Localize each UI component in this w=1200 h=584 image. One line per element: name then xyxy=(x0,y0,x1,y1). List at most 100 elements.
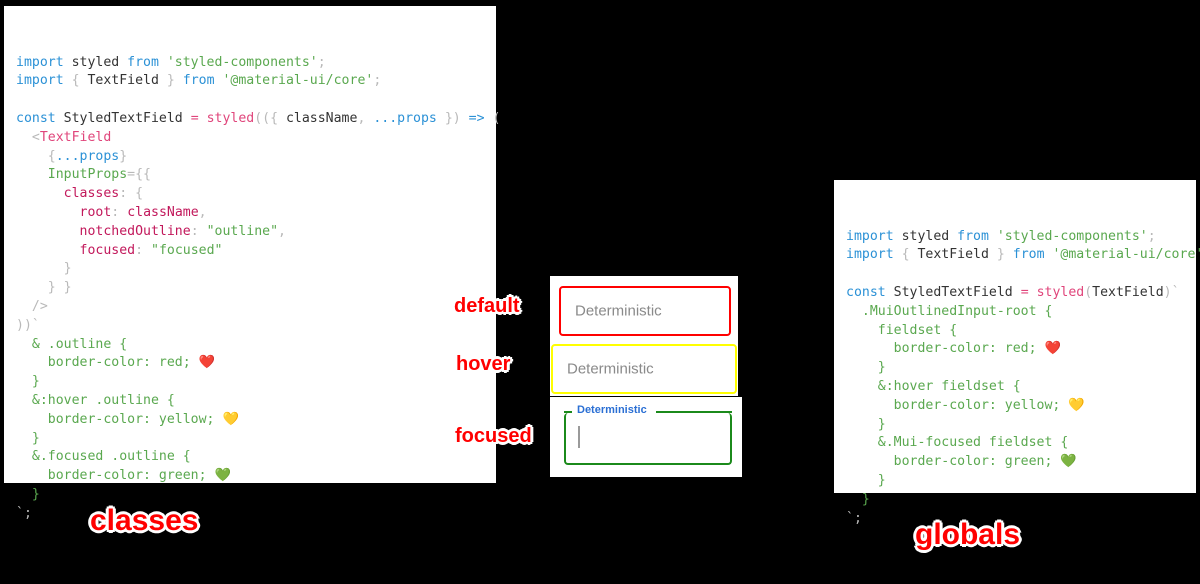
code-token xyxy=(16,243,80,258)
code-token: , xyxy=(198,204,207,220)
code-token: border-color: green; xyxy=(16,468,215,484)
code-line: border-color: yellow; 💛 xyxy=(16,411,484,430)
code-line xyxy=(846,265,1184,284)
code-token: : { xyxy=(119,186,144,202)
code-token: '@material-ui/core' xyxy=(1052,247,1200,263)
textfield-hover-value: Deterministic xyxy=(567,360,654,378)
code-token: } xyxy=(16,486,40,502)
code-token: from xyxy=(182,73,223,89)
code-token: styled xyxy=(71,54,128,70)
code-token: } xyxy=(16,261,72,277)
code-panel-globals: import styled from 'styled-components';i… xyxy=(834,180,1200,526)
code-lines-classes: import styled from 'styled-components';i… xyxy=(16,54,500,524)
code-token: )` xyxy=(1163,284,1180,300)
textfield-focused-label: Deterministic xyxy=(574,404,650,417)
textfield-default-value: Deterministic xyxy=(575,302,662,320)
code-token: ( xyxy=(1084,284,1093,300)
code-token xyxy=(16,167,48,182)
code-line: import { TextField } from '@material-ui/… xyxy=(16,72,484,91)
code-line: `; xyxy=(16,505,484,524)
code-token: : xyxy=(190,223,207,239)
code-token: notchedOutline xyxy=(79,223,191,239)
textfield-default[interactable]: Deterministic xyxy=(559,286,731,336)
code-token: import xyxy=(16,54,72,70)
code-token: ❤️ xyxy=(198,355,216,371)
code-token: fieldset { xyxy=(846,322,958,338)
caption-globals: globals xyxy=(915,518,1021,551)
code-token: styled xyxy=(1036,284,1085,300)
code-token: }) xyxy=(436,110,469,126)
code-token: TextField xyxy=(1092,284,1164,300)
annotation-default: default xyxy=(454,295,520,317)
code-line: const StyledTextField = styled(({ classN… xyxy=(16,110,500,129)
code-token: , xyxy=(278,223,286,239)
code-token: `; xyxy=(16,505,32,521)
code-token: &.Mui-focused fieldset { xyxy=(846,435,1069,451)
code-line: {...props} xyxy=(16,148,484,167)
code-token: const xyxy=(16,110,64,126)
code-panel-classes: import styled from 'styled-components';i… xyxy=(4,6,500,521)
code-line: notchedOutline: "outline", xyxy=(16,223,484,242)
code-token: ; xyxy=(373,73,382,89)
code-token: "outline" xyxy=(206,223,279,239)
code-token: border-color: red; xyxy=(16,355,199,371)
code-token: ={{ xyxy=(127,167,151,183)
code-token: from xyxy=(957,228,997,244)
code-token: className xyxy=(127,204,199,220)
code-token: 💛 xyxy=(222,411,239,427)
code-token: } xyxy=(16,430,40,446)
code-line: border-color: red; ❤️ xyxy=(846,340,1184,359)
notch-segment-right xyxy=(656,411,732,413)
code-token: : xyxy=(111,204,128,220)
code-token: ; xyxy=(1147,228,1156,244)
code-token: .MuiOutlinedInput-root { xyxy=(846,303,1053,319)
code-token: &:hover .outline { xyxy=(16,392,175,408)
code-token: className xyxy=(285,110,358,126)
code-token: import xyxy=(846,247,902,263)
code-token: StyledTextField xyxy=(893,284,1021,300)
code-line: /> xyxy=(16,298,484,317)
code-token: => xyxy=(468,110,493,126)
code-token: } xyxy=(119,148,128,164)
code-line: classes: { xyxy=(16,185,484,204)
code-line: InputProps={{ xyxy=(16,166,484,185)
code-token: } xyxy=(846,360,886,376)
code-line: border-color: yellow; 💛 xyxy=(846,397,1184,416)
textfield-hover[interactable]: Deterministic xyxy=(551,344,737,394)
code-token: & .outline { xyxy=(16,336,128,352)
code-token: } xyxy=(16,374,40,390)
code-line: } xyxy=(16,373,484,392)
code-line: } xyxy=(846,359,1184,378)
code-line: } } xyxy=(16,279,484,298)
code-line: import styled from 'styled-components'; xyxy=(846,228,1184,247)
code-token: import xyxy=(846,228,902,244)
code-line: &:hover .outline { xyxy=(16,392,484,411)
code-line: .MuiOutlinedInput-root { xyxy=(846,303,1184,322)
code-token: TextField xyxy=(917,247,989,263)
annotation-hover: hover xyxy=(456,353,511,375)
code-token: root xyxy=(79,204,112,220)
code-token: , xyxy=(357,110,374,126)
code-token: classes xyxy=(63,186,120,202)
code-line: } xyxy=(846,472,1184,491)
annotation-focused: focused xyxy=(455,425,532,447)
code-token: : xyxy=(135,242,151,258)
code-token: } xyxy=(158,73,183,89)
code-line: } xyxy=(846,416,1184,435)
code-token: border-color: green; xyxy=(846,454,1061,470)
code-line: &:hover fieldset { xyxy=(846,378,1184,397)
code-line: root: className, xyxy=(16,204,484,223)
code-token: InputProps xyxy=(47,167,128,183)
code-token xyxy=(16,205,80,220)
code-line: <TextField xyxy=(16,129,484,148)
notch-segment-left xyxy=(564,411,572,413)
code-token xyxy=(16,186,64,201)
code-token: 'styled-components' xyxy=(996,228,1148,244)
textfield-focused[interactable]: Deterministic xyxy=(564,404,732,465)
code-token: focused xyxy=(79,242,136,258)
code-token: { xyxy=(901,247,918,263)
code-token: 💚 xyxy=(1060,454,1077,470)
code-token: } } xyxy=(16,280,72,296)
code-line: &.focused .outline { xyxy=(16,448,484,467)
code-line: `; xyxy=(846,510,1184,529)
